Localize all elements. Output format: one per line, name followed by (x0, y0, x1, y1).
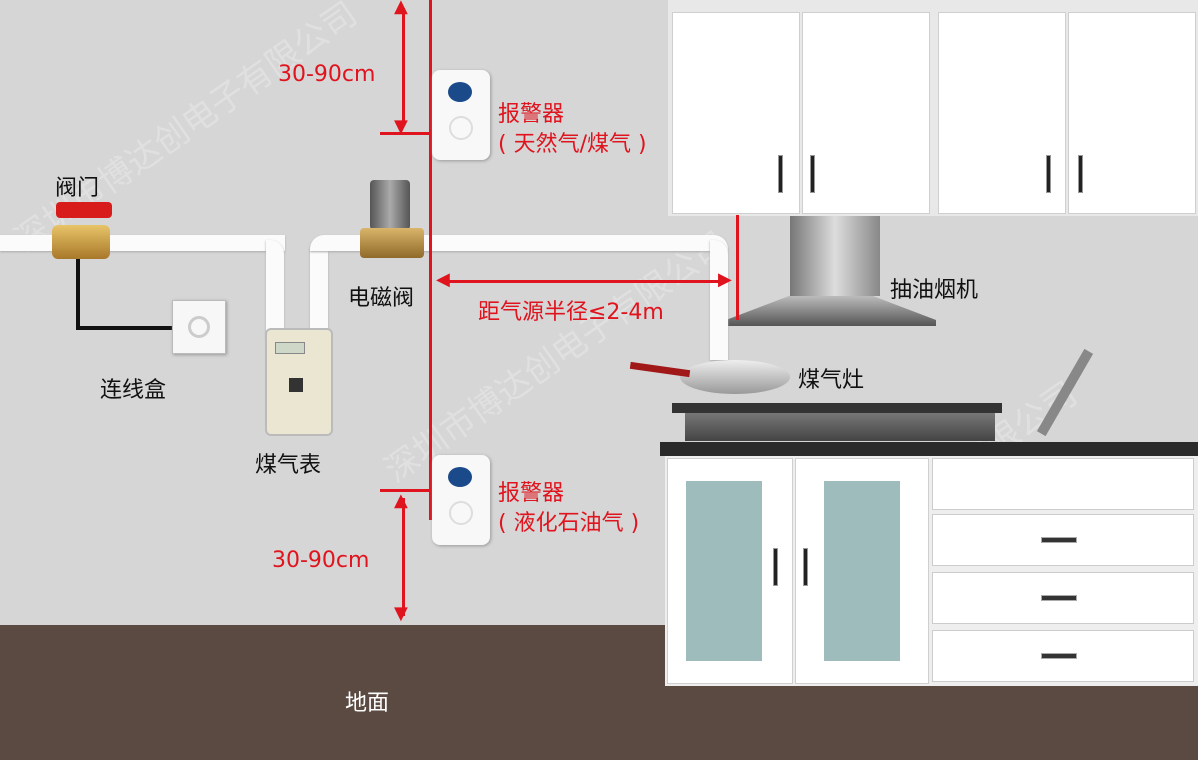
drawer (932, 630, 1194, 682)
faucet (1036, 348, 1094, 437)
hood-reference-line (736, 215, 739, 320)
top-arrow-line (402, 8, 405, 126)
pan (680, 360, 790, 394)
upper-cabinet (668, 0, 1198, 216)
drawer (932, 572, 1194, 624)
gas-alarm-top (432, 70, 490, 160)
junction-box (172, 300, 226, 354)
gas-pipe (310, 238, 328, 338)
gas-stove (672, 403, 1002, 413)
solenoid-valve-label: 电磁阀 (348, 286, 415, 311)
mounting-line (429, 0, 432, 520)
radius-arrow-line (445, 280, 727, 283)
gas-stove-front (685, 413, 995, 441)
arrow-up-icon: ▲ (394, 0, 408, 17)
drawer (932, 514, 1194, 566)
gas-stove-label: 煤气灶 (798, 368, 865, 393)
wire (76, 326, 196, 330)
arrow-down-icon: ▼ (394, 603, 408, 624)
gas-pipe (266, 240, 284, 340)
wire (76, 255, 80, 330)
arrow-up-icon: ▲ (394, 490, 408, 511)
gas-pipe (0, 235, 285, 251)
alarm-top-type: ( 天然气/煤气 ) (498, 132, 647, 157)
top-distance-label: 30-90cm (278, 62, 376, 87)
valve (52, 225, 110, 259)
watermark: 深圳市博达创电子有限公司 (7, 0, 365, 261)
bottom-arrow-line (402, 498, 405, 616)
radius-label: 距气源半径≤2-4m (478, 300, 664, 325)
gas-pipe (710, 240, 728, 360)
bottom-distance-label: 30-90cm (272, 548, 370, 573)
countertop (660, 442, 1198, 456)
alarm-bottom-title: 报警器 (498, 481, 565, 506)
gas-meter (265, 328, 333, 436)
alarm-top-title: 报警器 (498, 102, 565, 127)
valve-handle (56, 202, 112, 218)
bottom-tick (380, 489, 430, 492)
floor-label: 地面 (345, 691, 390, 716)
solenoid-valve-body (360, 228, 424, 258)
junction-box-label: 连线盒 (100, 378, 167, 403)
pan-handle (629, 361, 691, 378)
arrow-left-icon: ◀ (436, 269, 450, 290)
range-hood (790, 216, 880, 296)
arrow-down-icon: ▼ (394, 116, 408, 137)
range-hood-label: 抽油烟机 (890, 278, 979, 303)
drawer (932, 458, 1194, 510)
top-tick (380, 132, 430, 135)
solenoid-valve (370, 180, 410, 230)
gas-meter-label: 煤气表 (255, 453, 322, 478)
alarm-bottom-type: ( 液化石油气 ) (498, 511, 640, 536)
valve-label: 阀门 (55, 176, 100, 201)
gas-alarm-bottom (432, 455, 490, 545)
arrow-right-icon: ▶ (718, 269, 732, 290)
